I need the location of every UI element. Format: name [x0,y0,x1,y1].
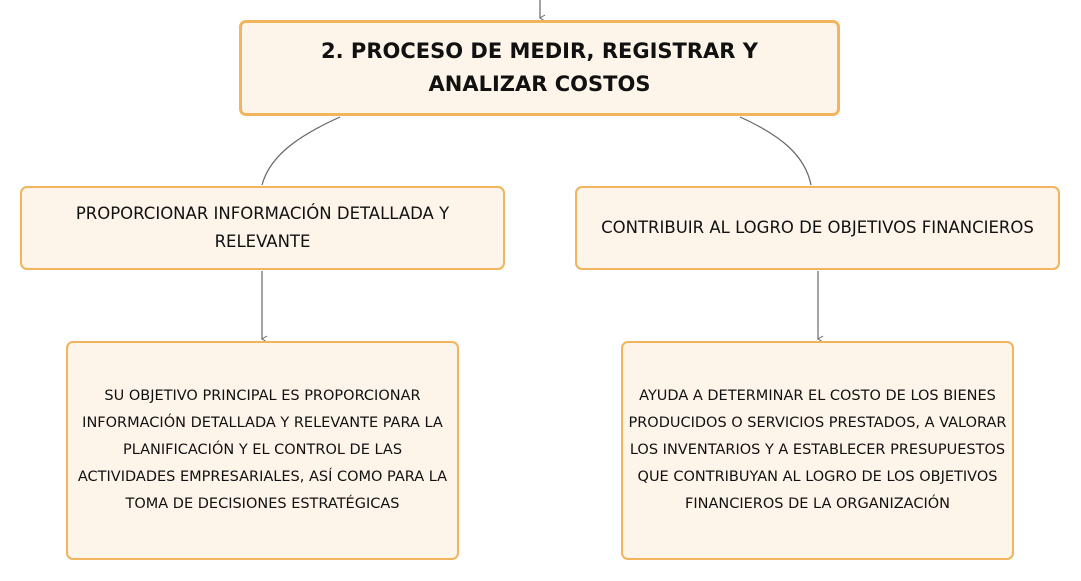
branch-node-objetivos[interactable]: CONTRIBUIR AL LOGRO DE OBJETIVOS FINANCI… [575,186,1060,270]
branch-node-objetivos-label: CONTRIBUIR AL LOGRO DE OBJETIVOS FINANCI… [601,218,1034,237]
detail-node-informacion-text: SU OBJETIVO PRINCIPAL ES PROPORCIONAR IN… [77,388,448,512]
root-node-label: 2. PROCESO DE MEDIR, REGISTRAR Y ANALIZA… [321,39,758,96]
connector-root-left [261,116,341,186]
detail-node-informacion[interactable]: SU OBJETIVO PRINCIPAL ES PROPORCIONAR IN… [66,341,459,560]
detail-node-objetivos[interactable]: AYUDA A DETERMINAR EL COSTO DE LOS BIENE… [621,341,1014,560]
connector-root-right [739,116,812,186]
root-node[interactable]: 2. PROCESO DE MEDIR, REGISTRAR Y ANALIZA… [239,20,840,116]
branch-node-informacion[interactable]: PROPORCIONAR INFORMACIÓN DETALLADA Y REL… [20,186,505,270]
branch-node-informacion-label: PROPORCIONAR INFORMACIÓN DETALLADA Y REL… [75,204,450,251]
detail-node-objetivos-text: AYUDA A DETERMINAR EL COSTO DE LOS BIENE… [628,388,1007,512]
